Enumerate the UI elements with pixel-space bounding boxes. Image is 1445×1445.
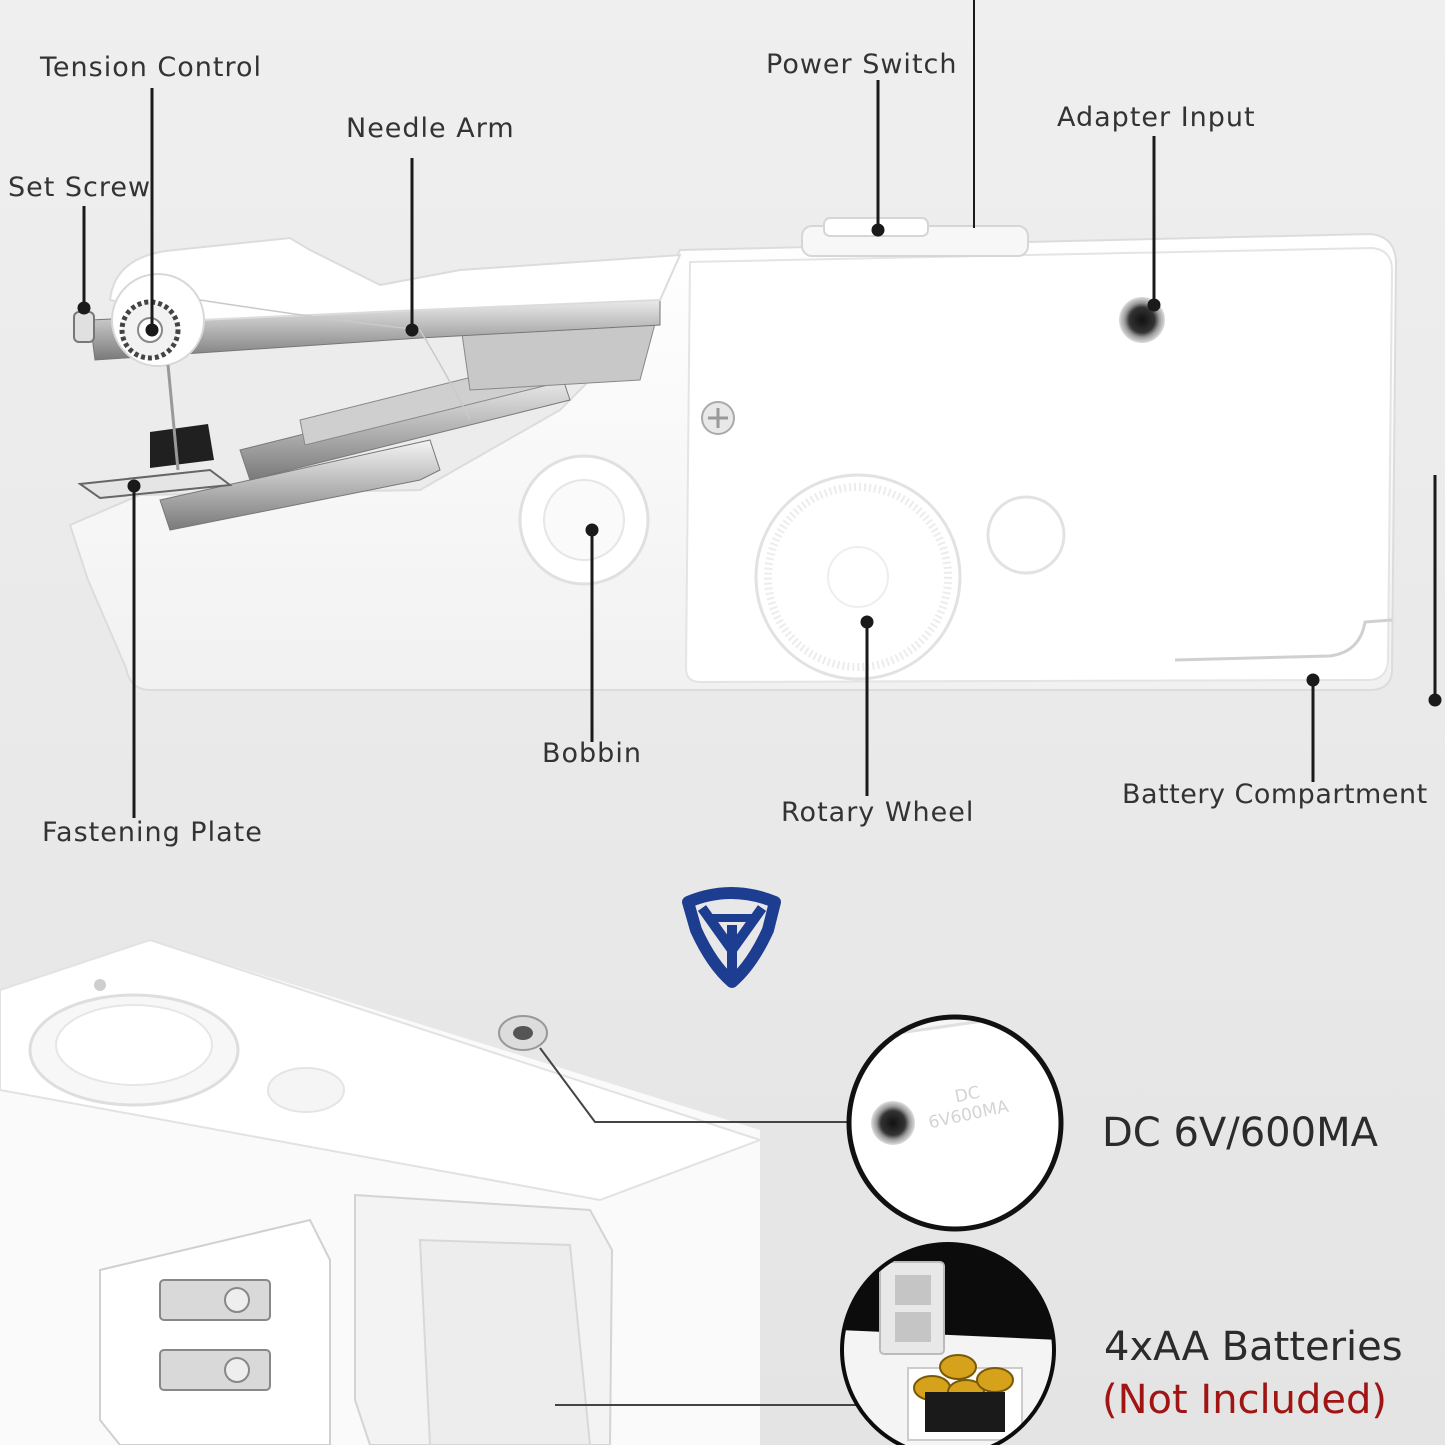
round-button[interactable] bbox=[986, 495, 1066, 575]
spec-power: DC 6V/600MA bbox=[1102, 1110, 1378, 1156]
arm-housing bbox=[108, 236, 682, 322]
label-power-switch: Power Switch bbox=[766, 49, 958, 80]
battery-cover-seam bbox=[1174, 618, 1393, 662]
brand-logo bbox=[682, 887, 781, 988]
label-bobbin: Bobbin bbox=[542, 738, 642, 769]
spec-batteries: 4xAA Batteries bbox=[1104, 1324, 1403, 1370]
label-rotary-wheel: Rotary Wheel bbox=[781, 797, 975, 828]
label-fastening-plate: Fastening Plate bbox=[42, 817, 263, 848]
feed-plate bbox=[159, 439, 441, 531]
set-screw[interactable] bbox=[73, 311, 95, 343]
label-set-screw: Set Screw bbox=[8, 172, 152, 203]
rotary-wheel[interactable] bbox=[754, 473, 962, 681]
label-tension-control: Tension Control bbox=[40, 52, 263, 83]
fastening-plate bbox=[77, 468, 233, 500]
detail-circle-dc bbox=[846, 1014, 1064, 1232]
label-adapter-input: Adapter Input bbox=[1057, 102, 1256, 133]
label-battery-compartment: Battery Compartment bbox=[1122, 779, 1428, 810]
closeup-battery-door bbox=[99, 1218, 331, 1445]
machine-closeup bbox=[0, 938, 895, 1445]
detail-circle-batteries bbox=[840, 1242, 1056, 1445]
spec-batteries-note: (Not Included) bbox=[1102, 1377, 1387, 1423]
label-needle-arm: Needle Arm bbox=[346, 113, 515, 144]
machine-top-view bbox=[68, 217, 1398, 691]
callout-lines bbox=[77, 0, 1442, 818]
